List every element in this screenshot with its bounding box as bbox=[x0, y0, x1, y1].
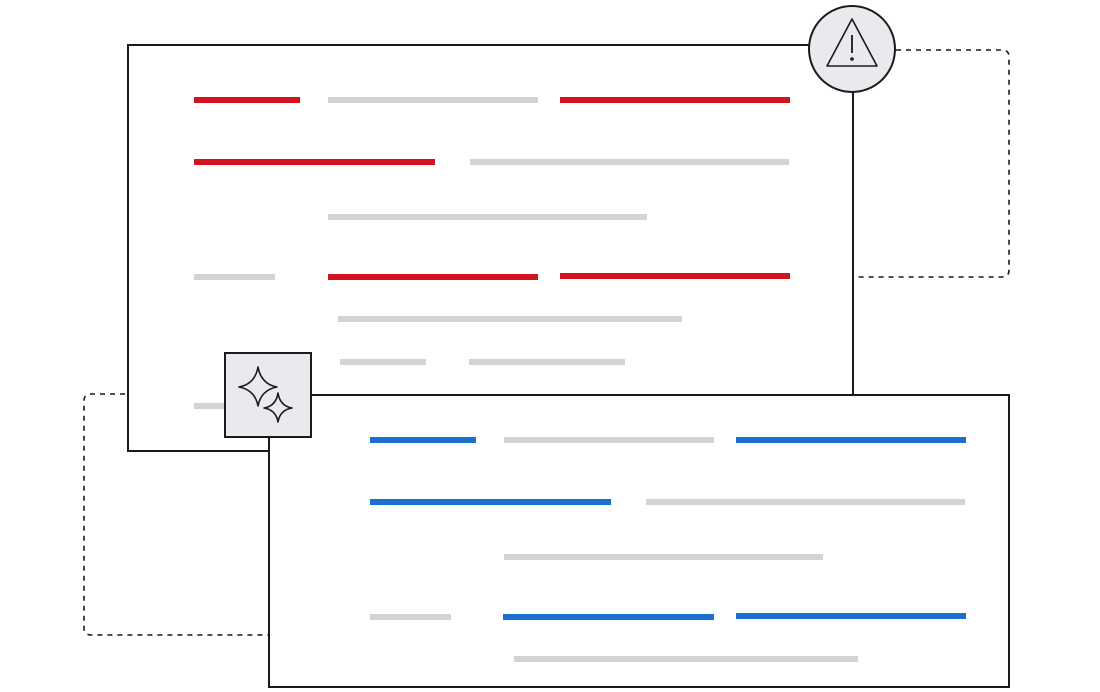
warning-triangle-icon bbox=[826, 18, 878, 67]
corrected-document-panel bbox=[268, 394, 1010, 688]
dashed-connector-right bbox=[853, 49, 1010, 278]
panel-frame bbox=[268, 394, 1010, 688]
dashed-connector-left bbox=[83, 393, 269, 636]
original-document-panel bbox=[127, 44, 854, 452]
sparkle-badge-square bbox=[224, 352, 312, 438]
ai-sparkle-badge bbox=[224, 352, 312, 438]
warning-badge bbox=[808, 5, 896, 93]
sparkle-icon bbox=[238, 366, 293, 423]
